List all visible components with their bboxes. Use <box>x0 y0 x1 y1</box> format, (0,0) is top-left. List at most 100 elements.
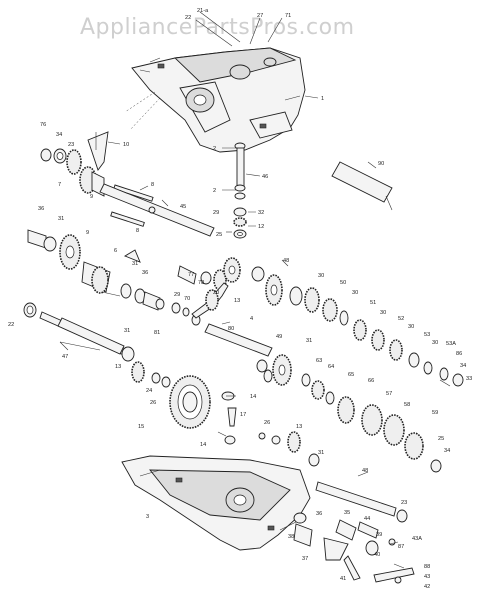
label-13: 13 <box>234 298 240 304</box>
upper-housing <box>131 47 306 153</box>
label-13c: 13 <box>296 424 302 430</box>
label-50: 50 <box>340 280 346 286</box>
label-29b: 29 <box>174 292 180 298</box>
label-25b: 25 <box>438 436 444 442</box>
label-34c: 34 <box>444 448 450 454</box>
right-shaft-90 <box>331 161 393 211</box>
label-41: 41 <box>340 576 346 582</box>
label-31e: 31 <box>318 450 324 456</box>
label-88: 88 <box>424 564 430 570</box>
label-76: 76 <box>40 122 46 128</box>
label-43: 43 <box>424 574 430 580</box>
part-labels: 21-a 22 27 71 1 76 34 10 23 7 9 2 46 90 … <box>8 8 472 590</box>
label-80: 80 <box>228 326 234 332</box>
label-31d: 31 <box>306 338 312 344</box>
middle-left-components <box>27 229 273 357</box>
label-30b: 30 <box>352 290 358 296</box>
label-36c: 36 <box>316 511 322 517</box>
center-lower-components <box>131 361 320 467</box>
upper-left-components <box>40 131 215 237</box>
label-86: 86 <box>456 351 462 357</box>
label-70: 70 <box>184 296 190 302</box>
label-48b: 48 <box>362 468 368 474</box>
label-31: 31 <box>58 216 64 222</box>
label-21-a: 21-a <box>197 8 209 14</box>
label-33: 33 <box>466 376 472 382</box>
label-51: 51 <box>370 300 376 306</box>
label-3: 3 <box>146 514 149 520</box>
label-30d: 30 <box>408 324 414 330</box>
label-13b: 13 <box>115 364 121 370</box>
label-32: 32 <box>258 210 264 216</box>
label-31c: 31 <box>124 328 130 334</box>
label-34: 34 <box>56 132 62 138</box>
label-39: 39 <box>376 532 382 538</box>
label-63: 63 <box>316 358 322 364</box>
label-49: 49 <box>276 334 282 340</box>
label-4: 4 <box>250 316 253 322</box>
label-23b: 23 <box>401 500 407 506</box>
label-6: 6 <box>114 248 117 254</box>
center-vertical-shaft <box>233 142 247 239</box>
label-71: 71 <box>285 13 291 19</box>
label-30e: 30 <box>432 340 438 346</box>
label-14b: 14 <box>200 442 206 448</box>
label-35: 35 <box>344 510 350 516</box>
label-23: 23 <box>68 142 74 148</box>
label-10: 10 <box>123 142 129 148</box>
label-64: 64 <box>328 364 334 370</box>
label-90: 90 <box>378 161 384 167</box>
label-53A: 53A <box>446 341 456 347</box>
label-2: 2 <box>213 146 216 152</box>
label-65: 65 <box>348 372 354 378</box>
label-38: 38 <box>288 534 294 540</box>
leader-lines <box>59 11 451 569</box>
label-7: 7 <box>58 182 61 188</box>
label-66: 66 <box>368 378 374 384</box>
label-9: 9 <box>90 194 93 200</box>
label-25: 25 <box>216 232 222 238</box>
label-15: 15 <box>138 424 144 430</box>
bottom-right-linkage <box>293 481 415 584</box>
label-48: 48 <box>283 258 289 264</box>
right-gear-stack <box>256 274 464 473</box>
label-9b: 9 <box>86 230 89 236</box>
label-8: 8 <box>151 182 154 188</box>
label-34b: 34 <box>460 363 466 369</box>
label-22b: 22 <box>8 322 14 328</box>
label-29: 29 <box>213 210 219 216</box>
label-1: 1 <box>321 96 324 102</box>
label-12: 12 <box>258 224 264 230</box>
label-40: 40 <box>374 552 380 558</box>
label-26a: 26 <box>150 400 156 406</box>
label-87: 87 <box>398 544 404 550</box>
lower-housing <box>121 455 311 551</box>
label-24: 24 <box>146 388 152 394</box>
label-78: 78 <box>198 280 204 286</box>
label-77: 77 <box>188 272 194 278</box>
watermark: AppliancePartsPros.com <box>80 15 355 40</box>
label-59: 59 <box>432 410 438 416</box>
label-17: 17 <box>240 412 246 418</box>
label-20: 20 <box>213 290 219 296</box>
label-44: 44 <box>364 516 370 522</box>
label-14a: 14 <box>250 394 256 400</box>
label-36b: 36 <box>142 270 148 276</box>
label-31b: 31 <box>132 261 138 267</box>
label-36: 36 <box>38 206 44 212</box>
label-45: 45 <box>180 204 186 210</box>
label-8b: 8 <box>136 228 139 234</box>
label-81: 81 <box>154 330 160 336</box>
label-2b: 2 <box>213 188 216 194</box>
label-30a: 30 <box>318 273 324 279</box>
label-47: 47 <box>62 354 68 360</box>
label-42: 42 <box>424 584 430 590</box>
label-30c: 30 <box>380 310 386 316</box>
label-26b: 26 <box>264 420 270 426</box>
label-43A: 43A <box>412 536 422 542</box>
label-52: 52 <box>398 316 404 322</box>
label-22: 22 <box>185 15 191 21</box>
label-37: 37 <box>302 556 308 562</box>
